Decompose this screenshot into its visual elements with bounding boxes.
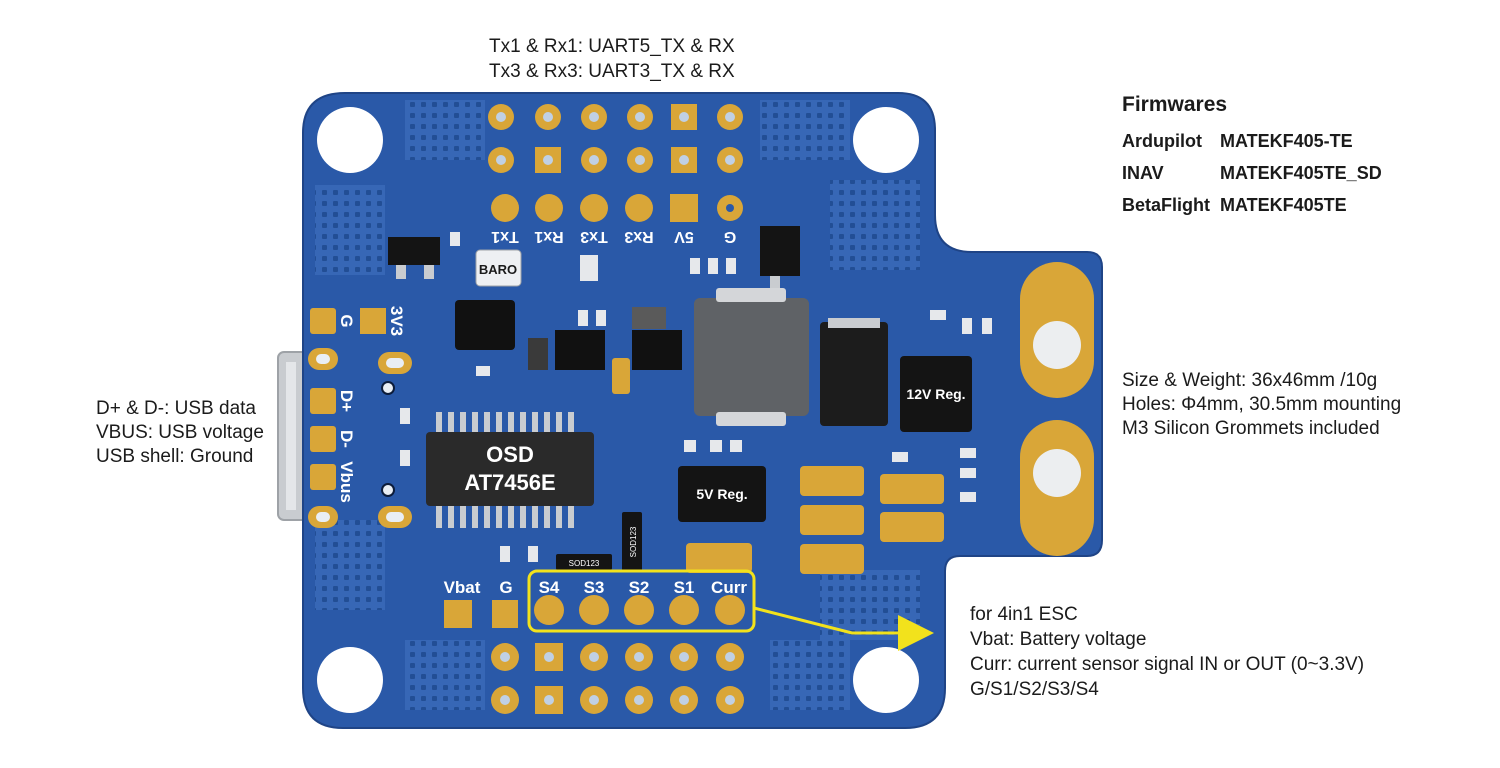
firmware-target-inav: MATEKF405TE_SD	[1220, 163, 1382, 183]
diode-label-vertical: SOD123	[629, 526, 638, 557]
osd-label-line2: AT7456E	[464, 470, 555, 495]
pad-label-vbus: Vbus	[337, 461, 356, 503]
reg-5v-chip	[678, 466, 766, 522]
esc-callout-arrow	[753, 606, 934, 651]
pad-dminus	[310, 426, 336, 452]
pad-g-left	[310, 308, 336, 334]
pad-dplus	[310, 388, 336, 414]
pad-label-rx1: Rx1	[534, 228, 563, 245]
mounting-hole	[317, 647, 383, 713]
pad-label-dminus: D-	[337, 430, 356, 448]
mounting-hole	[853, 647, 919, 713]
esc-note-line3: Curr: current sensor signal IN or OUT (0…	[970, 654, 1365, 675]
pad-vbus	[310, 464, 336, 490]
diode-sod123-horizontal	[556, 554, 612, 570]
reg-12v-label: 12V Reg.	[906, 386, 965, 402]
diode-sod123-vertical	[622, 512, 642, 572]
firmware-target-ardupilot: MATEKF405-TE	[1220, 131, 1353, 151]
esc-note-line2: Vbat: Battery voltage	[970, 629, 1147, 650]
pad-label-s2: S2	[629, 578, 650, 597]
pad-3v3	[360, 308, 386, 334]
firmware-target-betaflight: MATEKF405TE	[1220, 195, 1347, 215]
pad-label-dplus: D+	[337, 390, 356, 412]
pad-label-tx1: Tx1	[491, 228, 519, 245]
top-pad-row-1	[488, 104, 743, 130]
pad-label-s4: S4	[539, 578, 560, 597]
specs-note-line2: Holes: Φ4mm, 30.5mm mounting	[1122, 394, 1402, 415]
esc-note-line4: G/S1/S2/S3/S4	[970, 679, 1099, 700]
mounting-hole	[853, 107, 919, 173]
firmwares-title: Firmwares	[1122, 93, 1228, 116]
pad-label-s1: S1	[674, 578, 695, 597]
reg-12v-chip	[900, 356, 972, 432]
pad-label-curr: Curr	[711, 578, 747, 597]
firmware-name-inav: INAV	[1122, 163, 1164, 183]
usb-note-line1: D+ & D-: USB data	[96, 398, 256, 419]
battery-pad-top	[1020, 262, 1094, 398]
esc-pads-highlight	[527, 569, 756, 633]
baro-chip	[475, 249, 522, 287]
pad-label-5v: 5V	[674, 228, 694, 245]
pad-label-vbat: Vbat	[444, 578, 481, 597]
battery-pad-bottom	[1020, 420, 1094, 556]
top-pad-row-3	[491, 194, 743, 222]
reg-5v-label: 5V Reg.	[696, 486, 747, 502]
pad-label-g-bottom: G	[499, 578, 512, 597]
uart-note-line2: Tx3 & Rx3: UART3_TX & RX	[489, 61, 735, 82]
firmware-name-ardupilot: Ardupilot	[1122, 131, 1202, 151]
usb-note-line2: VBUS: USB voltage	[96, 422, 264, 443]
pad-label-tx3: Tx3	[580, 228, 608, 245]
pad-label-g-left: G	[337, 314, 356, 327]
pad-g-bottom	[492, 600, 518, 628]
usb-note-line3: USB shell: Ground	[96, 446, 254, 467]
pad-label-3v3: 3V3	[387, 306, 406, 336]
inductor	[694, 298, 809, 416]
specs-note-line1: Size & Weight: 36x46mm /10g	[1122, 370, 1378, 391]
baro-label: BARO	[479, 262, 517, 277]
pad-vbat	[444, 600, 472, 628]
pad-label-rx3: Rx3	[624, 228, 653, 245]
uart-note-line1: Tx1 & Rx1: UART5_TX & RX	[489, 36, 735, 57]
esc-note-line1: for 4in1 ESC	[970, 604, 1078, 625]
diode-label-horizontal: SOD123	[569, 559, 600, 568]
osd-label-line1: OSD	[486, 442, 534, 467]
firmware-name-betaflight: BetaFlight	[1122, 195, 1210, 215]
pad-label-s3: S3	[584, 578, 605, 597]
osd-chip	[426, 432, 594, 506]
mounting-hole	[317, 107, 383, 173]
pad-label-g-top: G	[724, 228, 736, 245]
specs-note-line3: M3 Silicon Grommets included	[1122, 418, 1380, 439]
